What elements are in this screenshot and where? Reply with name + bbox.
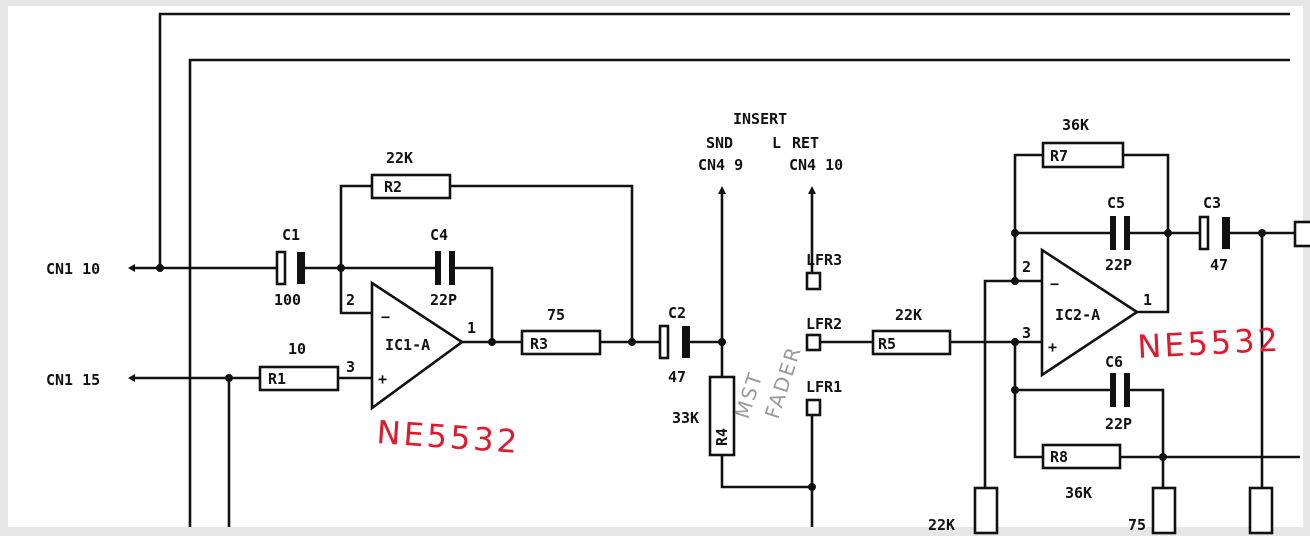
label-components-r2-ref: R2 xyxy=(384,178,402,196)
label-components-r3-ref: R3 xyxy=(530,335,548,353)
label-insert: INSERT xyxy=(733,110,787,128)
label-components-ic2-pin-inv: 2 xyxy=(1022,258,1031,276)
label-components-c2-value: 47 xyxy=(668,368,686,386)
plus-sign: + xyxy=(1048,338,1057,356)
label-l: L xyxy=(772,134,781,152)
fader-pads xyxy=(805,271,822,417)
label-snd: SND xyxy=(706,134,733,152)
label-components-r1-value: 10 xyxy=(288,340,306,358)
label-components-ic1-ref: IC1-A xyxy=(385,336,430,354)
label-components-r-bottom2: 75 xyxy=(1128,516,1146,534)
wires xyxy=(132,12,1300,527)
label-components-lfr2: LFR2 xyxy=(806,315,842,333)
label-components-r5-ref: R5 xyxy=(878,335,896,353)
label-components-r3-value: 75 xyxy=(547,306,565,324)
label-components-r2-value: 22K xyxy=(386,149,413,167)
label-components-r5-value: 22K xyxy=(895,306,922,324)
minus-sign: − xyxy=(381,308,390,326)
label-components-c5-ref: C5 xyxy=(1107,194,1125,212)
label-components-c1-value: 100 xyxy=(274,291,301,309)
label-components-ic1-pin-noninv: 3 xyxy=(346,358,355,376)
label-components-ic2-pin-noninv: 3 xyxy=(1022,324,1031,342)
label-components-r8-ref: R8 xyxy=(1050,448,1068,466)
label-components-c4-value: 22P xyxy=(430,291,457,309)
capacitors xyxy=(275,215,1230,407)
label-components-c6-value: 22P xyxy=(1105,415,1132,433)
label-components-ic2-ref: IC2-A xyxy=(1055,306,1100,324)
opamp-ic2 xyxy=(1040,247,1140,378)
label-cn1-10: CN1 10 xyxy=(46,260,100,278)
label-components-r4-value: 33K xyxy=(672,409,699,427)
label-components-c2-ref: C2 xyxy=(668,304,686,322)
minus-sign: − xyxy=(1050,275,1059,293)
label-components-r7-value: 36K xyxy=(1062,116,1089,134)
label-components-r-bottom1: 22K xyxy=(928,516,955,534)
label-cn4-9: CN4 9 xyxy=(698,156,743,174)
label-components-r4-ref: R4 xyxy=(713,428,731,446)
label-components-c5-value: 22P xyxy=(1105,256,1132,274)
label-components-r1-ref: R1 xyxy=(268,370,286,388)
opamp-ic1 xyxy=(370,280,465,411)
arrows xyxy=(128,186,816,382)
label-components-lfr1: LFR1 xyxy=(806,378,842,396)
label-components-c6-ref: C6 xyxy=(1105,353,1123,371)
paper xyxy=(8,6,1303,527)
label-components-ic1-pin-out: 1 xyxy=(467,319,476,337)
label-ret: RET xyxy=(792,134,819,152)
label-cn4-10: CN4 10 xyxy=(789,156,843,174)
label-components-c1-ref: C1 xyxy=(282,226,300,244)
labels: CN1 10 CN1 15 INSERT SND L RET CN4 9 CN4… xyxy=(46,110,1228,534)
label-components-c4-ref: C4 xyxy=(430,226,448,244)
plus-sign: + xyxy=(378,370,387,388)
resistors xyxy=(258,141,1310,535)
label-components-ic2-pin-out: 1 xyxy=(1143,291,1152,309)
label-components-c3-ref: C3 xyxy=(1203,194,1221,212)
junction-dots xyxy=(156,229,1266,491)
label-components-ic1-pin-inv: 2 xyxy=(346,291,355,309)
label-cn1-15: CN1 15 xyxy=(46,371,100,389)
label-components-r8-value: 36K xyxy=(1065,484,1092,502)
label-components-lfr3: LFR3 xyxy=(806,251,842,269)
label-components-c3-value: 47 xyxy=(1210,256,1228,274)
annotation-ne5532-ic2: NE5532 xyxy=(1136,321,1281,366)
label-components-r7-ref: R7 xyxy=(1050,147,1068,165)
